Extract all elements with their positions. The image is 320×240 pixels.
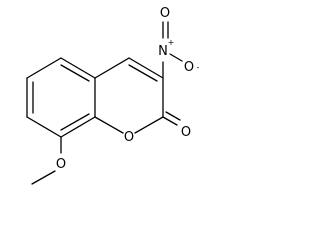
- nitro-nitrogen-charge: +: [168, 38, 175, 47]
- bond-c8a-c4a: [60, 57, 96, 79]
- ring-oxygen-label: O: [124, 130, 134, 145]
- bond-o-methyl: [31, 170, 56, 185]
- carbonyl-oxygen-label: O: [181, 125, 191, 140]
- methoxy-oxygen-label: O: [56, 157, 66, 172]
- bond-c4-c3-inner: [128, 64, 158, 82]
- bond-c8a-c4a-inner: [60, 64, 90, 82]
- bond-c2-o1: [134, 116, 164, 134]
- nitro-oxygen-right-charge: -: [197, 63, 200, 72]
- bond-c4a-c4: [94, 57, 130, 79]
- bond-n-o-right: [169, 53, 183, 62]
- bond-c2-carbonyl: [162, 116, 178, 126]
- bond-c7-c8: [60, 116, 96, 138]
- nitro-nitrogen-label: N: [158, 44, 168, 59]
- bond-c7-c8-inner: [60, 113, 90, 131]
- bond-c4a-c5: [26, 57, 62, 79]
- bond-c2-carbonyl-inner: [165, 111, 181, 121]
- chemical-structure: N + O O - O O O: [26, 6, 200, 185]
- bond-c6-c7: [26, 116, 62, 138]
- nitro-oxygen-top-label: O: [160, 6, 170, 21]
- nitro-oxygen-right-label: O: [184, 60, 194, 75]
- bond-o1-c8a: [94, 116, 124, 134]
- bond-c4-c3: [128, 57, 164, 79]
